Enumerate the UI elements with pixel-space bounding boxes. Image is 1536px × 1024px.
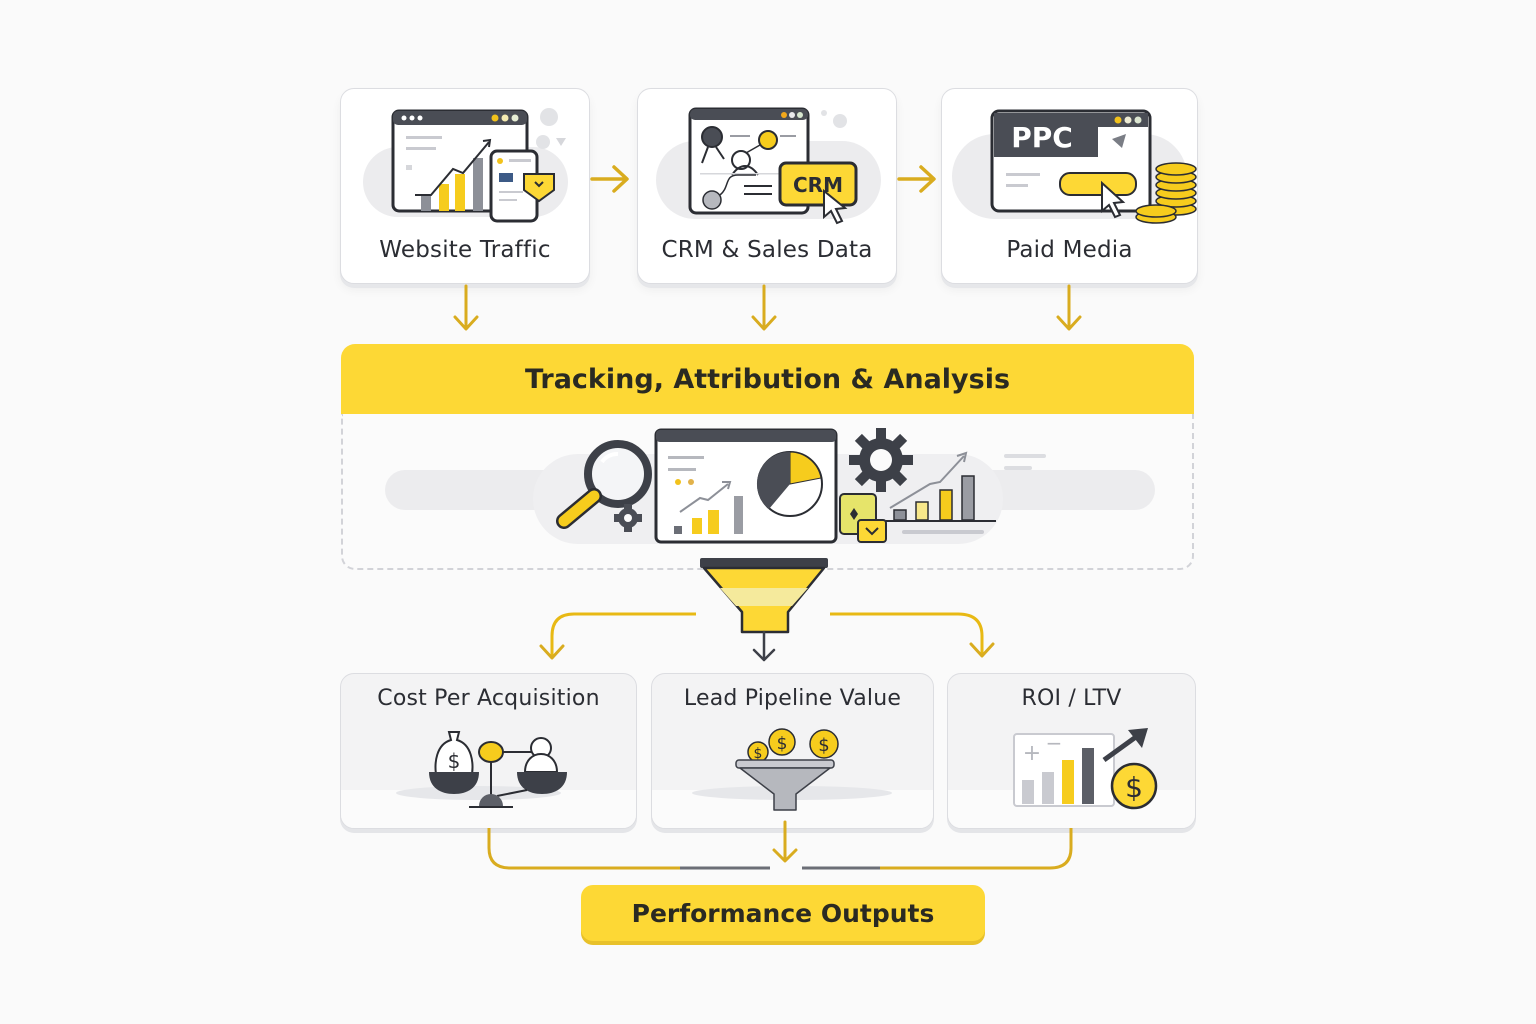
bar-chart-icon xyxy=(886,451,996,534)
crm-icon: CRM xyxy=(688,107,858,225)
output-label: Lead Pipeline Value xyxy=(683,686,902,711)
ppc-badge-text: PPC xyxy=(1011,121,1073,154)
decor-lines xyxy=(1004,454,1046,470)
notification-icon xyxy=(839,493,887,543)
website-analytics-icon xyxy=(391,108,566,223)
growth-chart-icon: + − $ xyxy=(1013,728,1158,810)
source-card-website-traffic[interactable]: Website Traffic xyxy=(340,88,590,284)
hub-illustration xyxy=(556,428,1046,544)
source-label: Website Traffic xyxy=(379,237,551,263)
branch-connector xyxy=(539,612,995,660)
dollar-sign: $ xyxy=(448,749,461,773)
output-card-roi-ltv[interactable]: ROI / LTV + − $ xyxy=(947,673,1196,829)
merge-connector xyxy=(487,820,1073,870)
funnel-icon xyxy=(700,558,828,662)
output-stub-lines xyxy=(0,0,1,1)
balance-scale-icon: $ xyxy=(429,731,567,808)
source-label: Paid Media xyxy=(1006,237,1133,263)
dollar-sign: $ xyxy=(1125,771,1143,804)
performance-outputs-badge: Performance Outputs xyxy=(581,885,985,941)
shadow-blob xyxy=(396,786,561,800)
gear-icon xyxy=(849,428,913,492)
minus-sign: − xyxy=(1046,731,1063,755)
output-label: ROI / LTV xyxy=(1021,686,1122,711)
dollar-sign: $ xyxy=(818,735,829,756)
source-card-crm-sales-data[interactable]: CRM CRM & Sales Data xyxy=(637,88,897,284)
arrow-down-icon xyxy=(453,284,479,331)
pie-chart-icon xyxy=(756,451,823,517)
hub-title: Tracking, Attribution & Analysis xyxy=(341,344,1194,414)
arrow-right-icon xyxy=(590,165,629,193)
dollar-sign: $ xyxy=(777,734,788,754)
arrow-down-icon xyxy=(751,284,777,331)
output-card-cost-per-acquisition[interactable]: Cost Per Acquisition $ xyxy=(340,673,637,829)
source-label: CRM & Sales Data xyxy=(661,237,873,263)
small-gear-icon xyxy=(614,504,642,532)
source-card-paid-media[interactable]: PPC Paid Media xyxy=(941,88,1198,284)
coin-funnel-icon: $ $ $ xyxy=(735,728,839,811)
output-card-lead-pipeline-value[interactable]: Lead Pipeline Value $ $ $ xyxy=(651,673,934,829)
arrow-right-icon xyxy=(897,165,936,193)
crm-badge-text: CRM xyxy=(793,173,843,197)
ppc-icon: PPC xyxy=(990,109,1197,224)
plus-sign: + xyxy=(1023,741,1041,766)
dollar-sign: $ xyxy=(754,746,763,762)
magnifier-icon xyxy=(556,440,652,529)
arrow-down-icon xyxy=(1056,284,1082,331)
output-label: Cost Per Acquisition xyxy=(377,686,600,711)
